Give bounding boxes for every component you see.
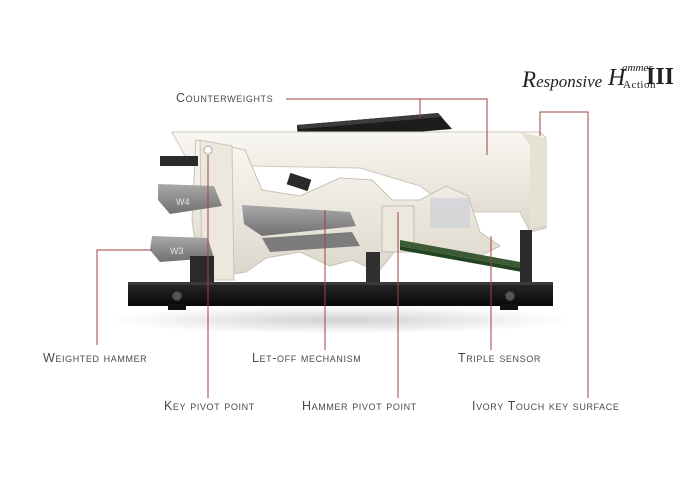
brand-h: H	[608, 65, 626, 91]
label-triple-sensor: Triple sensor	[458, 351, 541, 365]
brand-hammer: ammer	[622, 62, 653, 74]
leader-counterweights	[286, 98, 488, 155]
rear-post	[520, 230, 532, 282]
label-hammer-pivot: Hammer pivot point	[302, 399, 417, 413]
hammer-mark-upper: W4	[176, 197, 190, 207]
base-plate-edge	[128, 282, 553, 285]
black-key-top	[297, 113, 442, 129]
base-foot-right	[500, 304, 518, 310]
brand-numeral: III	[646, 64, 675, 90]
hammer-shank-lower	[190, 256, 214, 282]
leader-lines	[96, 98, 589, 398]
base-plate	[128, 282, 553, 306]
brand-logo: Responsive H ammer Action III	[522, 60, 675, 100]
label-let-off: Let-off mechanism	[252, 351, 362, 365]
label-counterweights: Counterweights	[176, 91, 274, 105]
let-off-arm	[242, 205, 356, 236]
weighted-hammer-upper	[158, 184, 222, 214]
key-pivot	[203, 145, 213, 155]
label-ivory-touch: Ivory Touch key surface	[472, 399, 620, 413]
base-foot-left	[168, 304, 186, 310]
base-screw-left	[171, 290, 183, 302]
leader-weighted-hammer	[96, 249, 152, 345]
brand-action: Action	[623, 79, 656, 91]
mid-post	[366, 252, 380, 282]
translucent-block	[430, 198, 470, 228]
label-weighted-hammer: Weighted hammer	[43, 351, 148, 365]
key-front-face	[520, 132, 546, 228]
hammer-shank-upper	[160, 156, 198, 166]
weighted-hammer-lower	[150, 236, 214, 262]
hammer-mark-lower: W3	[170, 246, 184, 256]
brand-responsive: Responsive	[522, 67, 603, 92]
floor-shadow	[110, 306, 570, 334]
base-screw-right	[504, 290, 516, 302]
label-key-pivot: Key pivot point	[164, 399, 255, 413]
leader-ivory-touch	[539, 111, 589, 398]
let-off-arm-lower	[262, 232, 360, 252]
small-stop	[286, 172, 312, 192]
